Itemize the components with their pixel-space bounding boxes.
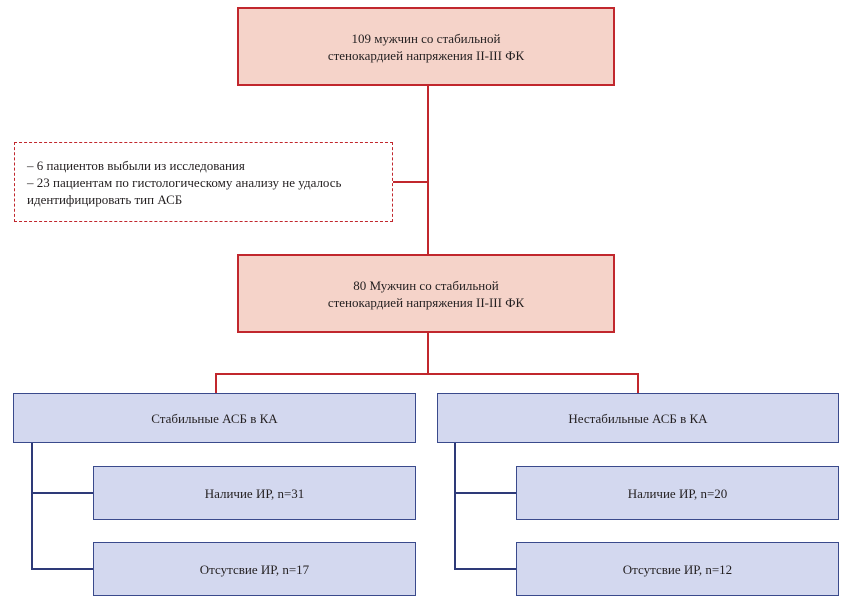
final-cohort-line1: 80 Мужчин со стабильной	[353, 277, 499, 293]
stable-plaques-box: Стабильные АСБ в КА	[13, 393, 416, 443]
connector-split-right	[637, 373, 639, 393]
connector-split-left	[215, 373, 217, 393]
unstable-ir-present-label: Наличие ИР, n=20	[627, 485, 728, 501]
exclusion-line2: – 23 пациентам по гистологическому анали…	[27, 174, 342, 190]
unstable-ir-absent-label: Отсутсвие ИР, n=12	[622, 561, 733, 577]
stable-ir-absent-box: Отсутсвие ИР, n=17	[93, 542, 416, 596]
stable-ir-present-box: Наличие ИР, n=31	[93, 466, 416, 520]
connector-left-vertical	[31, 443, 33, 569]
connector-left-branch-2	[31, 568, 93, 570]
initial-cohort-line1: 109 мужчин со стабильной	[351, 30, 501, 46]
unstable-ir-absent-box: Отсутсвие ИР, n=12	[516, 542, 839, 596]
connector-right-vertical	[454, 443, 456, 569]
exclusion-line3: идентифицировать тип АСБ	[27, 191, 183, 207]
connector-right-branch-2	[454, 568, 516, 570]
stable-ir-present-label: Наличие ИР, n=31	[204, 485, 305, 501]
stable-ir-absent-label: Отсутсвие ИР, n=17	[199, 561, 310, 577]
connector-right-branch-1	[454, 492, 516, 494]
unstable-plaques-label: Нестабильные АСБ в КА	[568, 410, 708, 426]
connector-middle-down	[427, 332, 429, 374]
exclusion-line1: – 6 пациентов выбыли из исследования	[27, 157, 245, 173]
unstable-plaques-box: Нестабильные АСБ в КА	[437, 393, 839, 443]
exclusion-box: – 6 пациентов выбыли из исследования – 2…	[14, 142, 393, 222]
initial-cohort-line2: стенокардией напряжения II-III ФК	[327, 47, 525, 63]
unstable-ir-present-box: Наличие ИР, n=20	[516, 466, 839, 520]
connector-left-branch-1	[31, 492, 93, 494]
connector-to-exclusion	[393, 181, 428, 183]
final-cohort-line2: стенокардией напряжения II-III ФК	[327, 294, 525, 310]
connector-split-horizontal	[215, 373, 639, 375]
connector-top-to-middle	[427, 86, 429, 255]
stable-plaques-label: Стабильные АСБ в КА	[151, 410, 278, 426]
initial-cohort-box: 109 мужчин со стабильной стенокардией на…	[237, 7, 615, 86]
final-cohort-box: 80 Мужчин со стабильной стенокардией нап…	[237, 254, 615, 333]
